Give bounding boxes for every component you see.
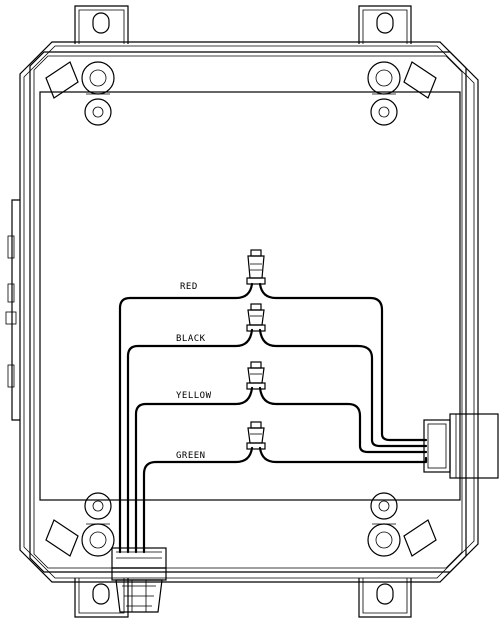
wire-red	[118, 282, 428, 554]
mounting-tab-bottom-left	[74, 578, 129, 618]
screw-boss-top-left	[45, 61, 115, 126]
label-red: RED	[180, 282, 198, 292]
wire-black	[126, 328, 428, 554]
wire-yellow	[134, 386, 428, 554]
mounting-tab-bottom-right	[358, 578, 412, 618]
wire-nut-red	[246, 249, 266, 285]
cable-gland-bottom	[111, 547, 167, 613]
label-black: BLACK	[176, 334, 206, 344]
inner-panel	[39, 91, 461, 501]
mounting-tab-top-left	[74, 5, 129, 44]
wire-nut-green	[246, 421, 266, 450]
screw-boss-bottom-left	[45, 492, 115, 557]
cable-gland-right	[423, 413, 499, 479]
wire-nut-black	[246, 303, 266, 332]
wire-green	[142, 446, 428, 554]
screw-boss-top-right	[367, 61, 437, 126]
enclosure-body	[19, 41, 479, 583]
screw-boss-bottom-right	[367, 492, 437, 557]
hinge-side	[5, 199, 20, 421]
label-green: GREEN	[176, 451, 206, 461]
mounting-tab-top-right	[358, 5, 412, 44]
wire-nut-yellow	[246, 361, 266, 390]
label-yellow: YELLOW	[176, 391, 212, 401]
